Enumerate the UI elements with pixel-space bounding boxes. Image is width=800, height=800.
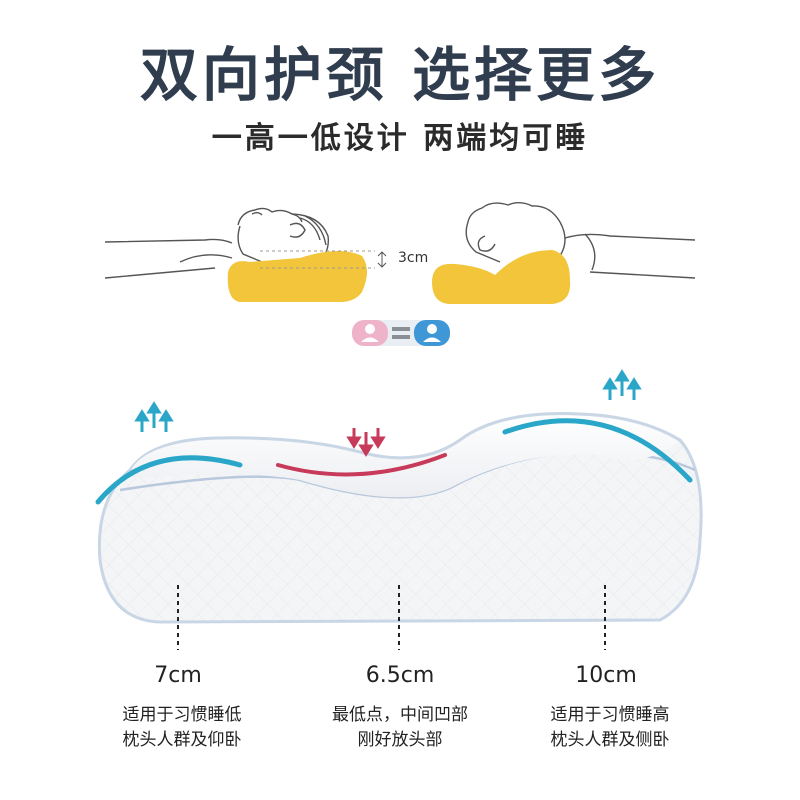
- zone-left-height: 7cm: [154, 663, 202, 688]
- up-arrows-icon: [134, 401, 174, 432]
- zone-right-desc-line2: 枕头人群及侧卧: [550, 730, 670, 750]
- female-user-icon: [361, 324, 379, 342]
- zone-right-description: 适用于习惯睡高 枕头人群及侧卧: [510, 703, 710, 753]
- left-pillow-low-side: [227, 250, 367, 302]
- zone-center-desc-line2: 刚好放头部: [357, 730, 443, 750]
- height-difference-label: 3cm: [398, 250, 429, 266]
- left-support-arc: [95, 455, 243, 505]
- male-user-icon: [423, 324, 441, 342]
- down-arrows-icon: [346, 428, 386, 457]
- right-pillow-high-side: [432, 250, 571, 304]
- zone-right-height: 10cm: [575, 663, 637, 688]
- zone-center-height: 6.5cm: [365, 663, 435, 688]
- memory-foam-pillow: [97, 412, 703, 624]
- center-press-arc: [276, 453, 447, 477]
- subtitle: 一高一低设计 两端均可睡: [211, 121, 589, 156]
- zone-left-desc-line1: 适用于习惯睡低: [122, 705, 242, 725]
- zone-center-desc-line1: 最低点，中间凹部: [332, 705, 468, 725]
- equals-icon: [392, 327, 410, 339]
- up-arrows-icon: [602, 369, 642, 400]
- right-sleeper-figure: [465, 202, 696, 279]
- zone-right-desc-line1: 适用于习惯睡高: [550, 705, 670, 725]
- zone-center-description: 最低点，中间凹部 刚好放头部: [300, 703, 500, 753]
- equal-comfort-badge: [352, 320, 450, 346]
- zone-left-desc-line2: 枕头人群及仰卧: [122, 730, 242, 750]
- main-title: 双向护颈 选择更多: [139, 41, 661, 109]
- zone-left-description: 适用于习惯睡低 枕头人群及仰卧: [82, 703, 282, 753]
- right-support-arc: [502, 418, 693, 483]
